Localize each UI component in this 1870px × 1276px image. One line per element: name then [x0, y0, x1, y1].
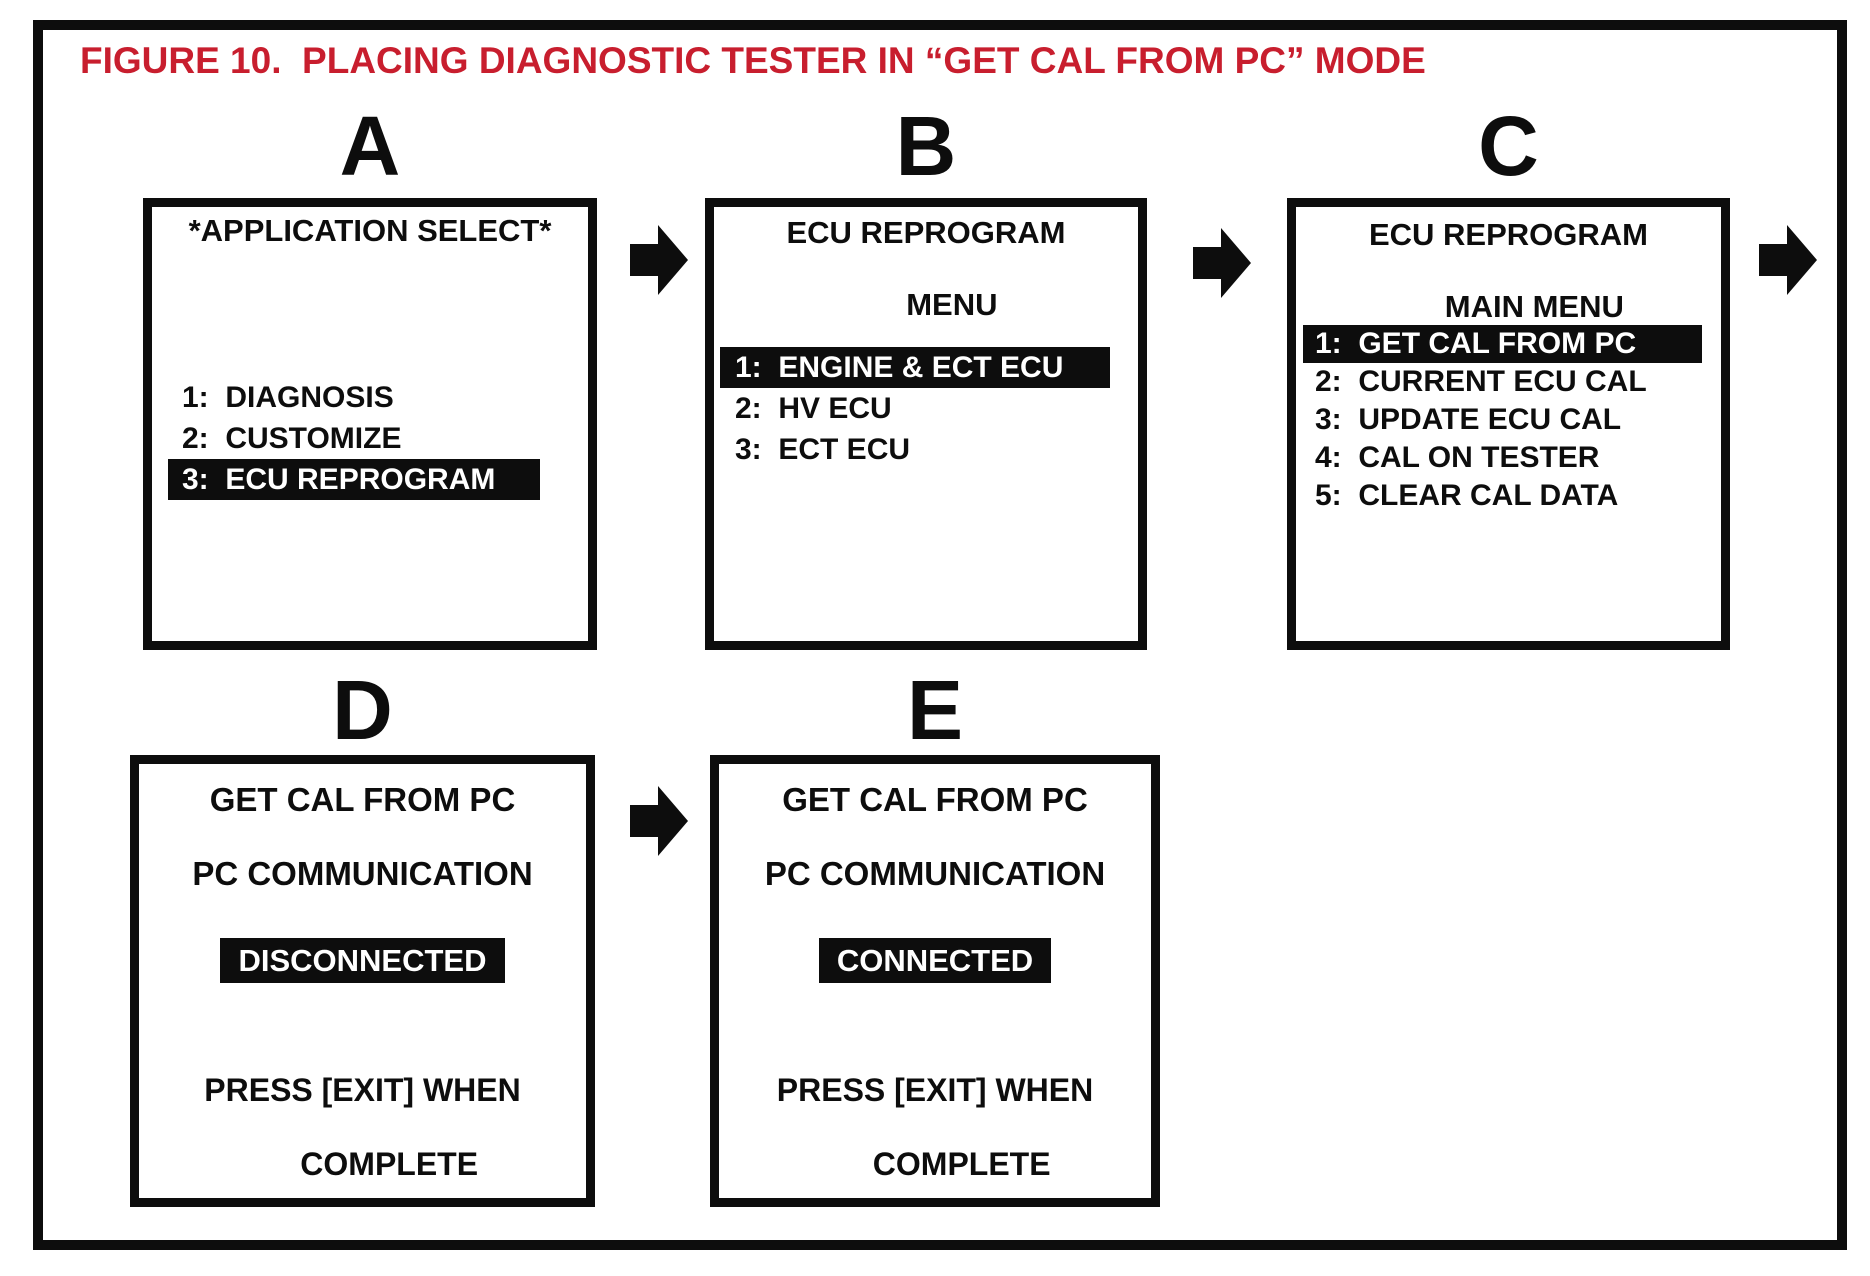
screen-e-footer-line2: COMPLETE [872, 1146, 1051, 1182]
menu-item-update-ecu-cal: 3: UPDATE ECU CAL [1315, 403, 1622, 436]
screen-c-menu: 1: GET CAL FROM PC 2: CURRENT ECU CAL 3:… [1303, 325, 1702, 515]
right-block-arrow-icon [1193, 228, 1251, 298]
status-badge-disconnected: DISCONNECTED [220, 938, 505, 983]
screen-e-footer: PRESS [EXIT] WHEN COMPLETE [719, 1072, 1151, 1183]
screen-d-footer-line1: PRESS [EXIT] WHEN [204, 1072, 521, 1108]
menu-item-diagnosis: 1: DIAGNOSIS [182, 381, 394, 414]
screen-d-comm-line: PC COMMUNICATION [192, 855, 533, 892]
menu-item-customize: 2: CUSTOMIZE [182, 422, 402, 455]
right-block-arrow-icon [630, 786, 688, 856]
screen-b-ecu-reprogram-menu: ECU REPROGRAM MENU 1: ENGINE & ECT ECU 2… [705, 198, 1147, 650]
figure-border: FIGURE 10. PLACING DIAGNOSTIC TESTER IN … [33, 20, 1847, 1250]
right-block-arrow-icon [630, 225, 688, 295]
panel-label-e: E [906, 663, 964, 757]
screen-a-header: *APPLICATION SELECT* [188, 213, 552, 248]
status-badge-connected: CONNECTED [818, 938, 1052, 983]
figure-title: FIGURE 10. PLACING DIAGNOSTIC TESTER IN … [80, 40, 1426, 81]
screen-d-footer-line2: COMPLETE [300, 1146, 479, 1182]
screen-b-header-line2: MENU [906, 287, 998, 322]
screen-a-application-select: *APPLICATION SELECT* 1: DIAGNOSIS 2: CUS… [143, 198, 597, 650]
screen-c-header-line2: MAIN MENU [1444, 289, 1624, 324]
screen-c-ecu-reprogram-main-menu: ECU REPROGRAM MAIN MENU 1: GET CAL FROM … [1287, 198, 1730, 650]
panel-label-b: B [895, 99, 957, 193]
screen-b-header: ECU REPROGRAM MENU [714, 215, 1138, 323]
menu-item-ecu-reprogram-selected: 3: ECU REPROGRAM [168, 459, 540, 500]
menu-item-get-cal-from-pc-selected: 1: GET CAL FROM PC [1303, 325, 1702, 363]
menu-item-engine-ect-ecu-selected: 1: ENGINE & ECT ECU [720, 347, 1110, 388]
panel-label-c: C [1478, 99, 1539, 193]
panel-label-d: D [332, 663, 393, 757]
screen-d-pc-communication-disconnected: GET CAL FROM PC PC COMMUNICATION DISCONN… [130, 755, 595, 1207]
right-block-arrow-icon [1759, 225, 1817, 295]
screen-b-menu: 1: ENGINE & ECT ECU 2: HV ECU 3: ECT ECU [720, 347, 1110, 470]
panel-label-a: A [339, 99, 401, 193]
screen-d-title-line: GET CAL FROM PC [209, 781, 516, 818]
screen-a-menu: 1: DIAGNOSIS 2: CUSTOMIZE 3: ECU REPROGR… [168, 377, 540, 500]
screen-c-header-line1: ECU REPROGRAM [1368, 217, 1648, 252]
menu-item-cal-on-tester: 4: CAL ON TESTER [1315, 441, 1600, 474]
screen-e-comm-line: PC COMMUNICATION [764, 855, 1106, 892]
menu-item-current-ecu-cal: 2: CURRENT ECU CAL [1315, 365, 1647, 398]
screen-c-header: ECU REPROGRAM MAIN MENU [1296, 217, 1721, 325]
screen-e-title-line: GET CAL FROM PC [782, 781, 1088, 818]
screen-e-footer-line1: PRESS [EXIT] WHEN [776, 1072, 1094, 1108]
screen-e-pc-communication-connected: GET CAL FROM PC PC COMMUNICATION CONNECT… [710, 755, 1160, 1207]
screen-b-header-line1: ECU REPROGRAM [786, 215, 1066, 250]
screen-d-status-row: DISCONNECTED [139, 938, 586, 983]
screen-e-status-row: CONNECTED [719, 938, 1151, 983]
menu-item-ect-ecu: 3: ECT ECU [735, 433, 911, 466]
menu-item-clear-cal-data: 5: CLEAR CAL DATA [1315, 479, 1619, 512]
screen-d-footer: PRESS [EXIT] WHEN COMPLETE [139, 1072, 586, 1183]
menu-item-hv-ecu: 2: HV ECU [735, 392, 892, 425]
